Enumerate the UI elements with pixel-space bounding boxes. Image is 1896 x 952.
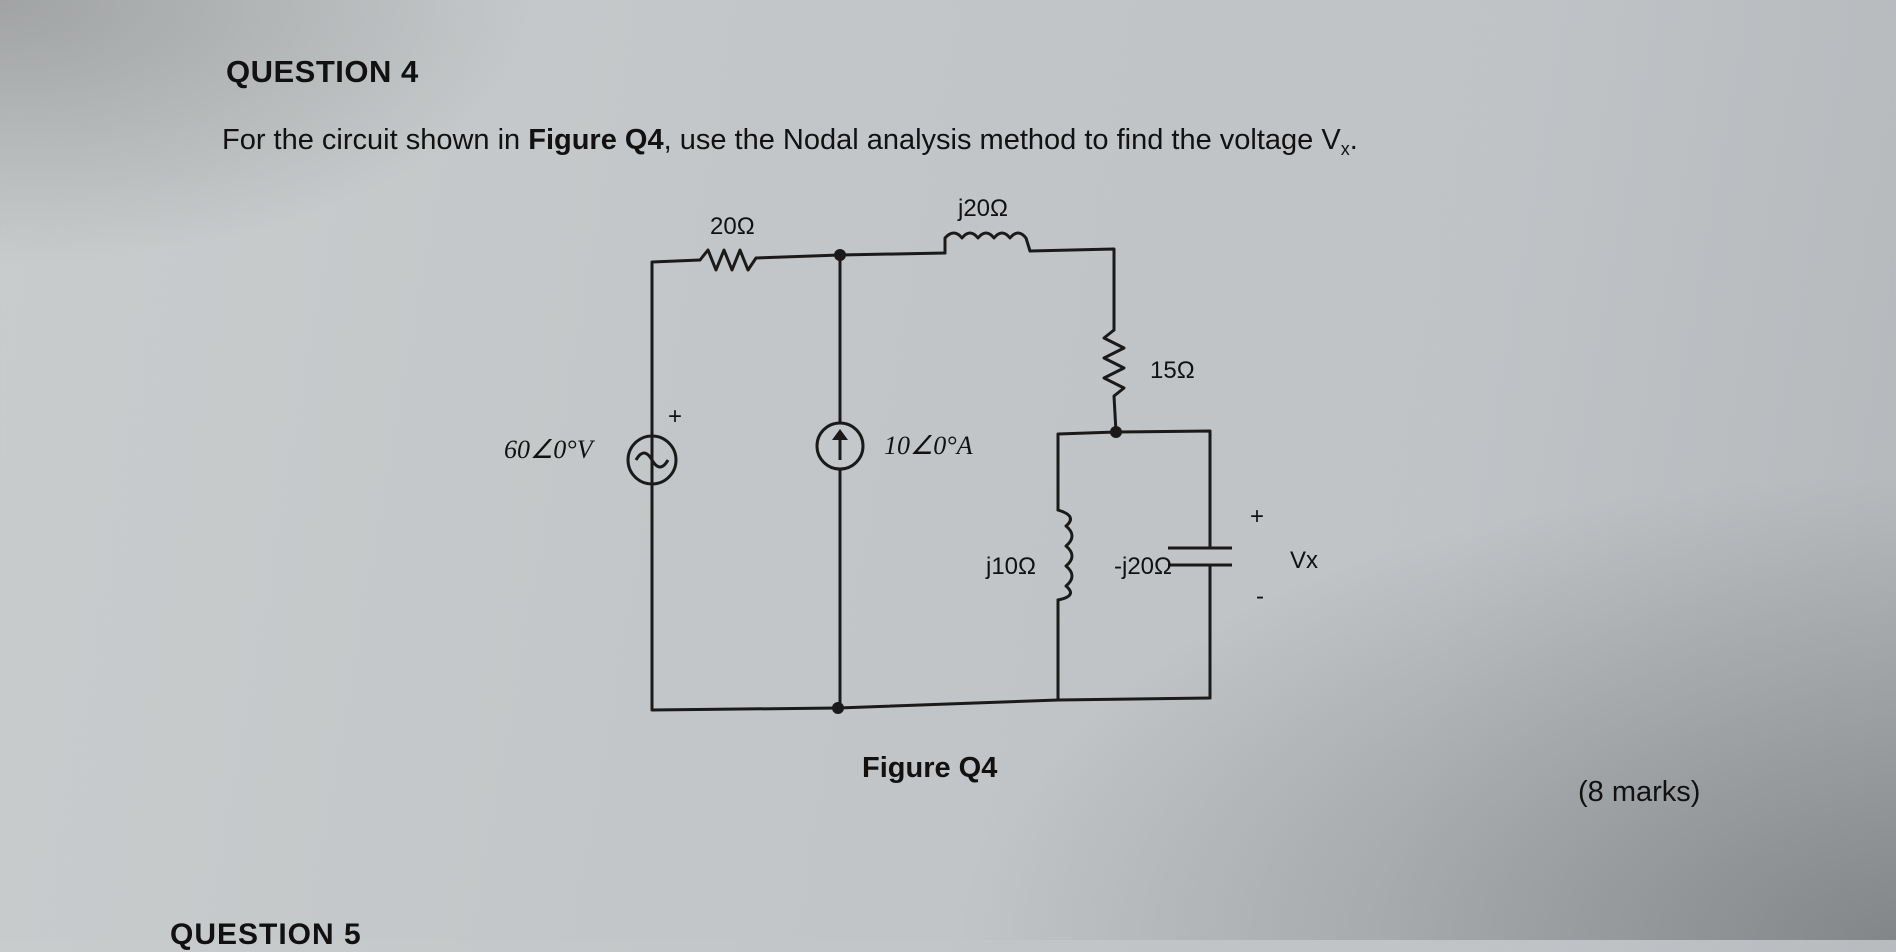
wire-right-node-right — [1114, 429, 1212, 550]
label-vx: Vx — [1290, 547, 1318, 574]
voltage-subscript: x — [1340, 139, 1350, 159]
current-source-symbol — [815, 421, 865, 471]
wire-right-node-left — [1056, 430, 1118, 512]
capacitor-symbol — [1168, 546, 1232, 567]
marks-label: (8 marks) — [1578, 776, 1701, 808]
question-heading: QUESTION 4 — [226, 54, 419, 89]
resistor-20-symbol — [698, 248, 842, 272]
resistor-15-symbol — [1102, 328, 1126, 434]
label-current-source: 10∠0°A — [884, 431, 973, 460]
label-vx-minus: - — [1256, 583, 1264, 610]
label-inductor-j10: j10Ω — [985, 553, 1036, 580]
wire-bottom — [836, 696, 1212, 710]
current-arrow-head — [832, 429, 848, 440]
voltage-source-symbol — [626, 434, 678, 486]
wire-top-right-b — [1028, 247, 1116, 332]
node-dot-right — [1110, 426, 1122, 438]
wire-left-bottom — [650, 704, 840, 712]
wire-top-right-a — [838, 251, 947, 257]
question-text-middle: , use the Nodal analysis method to find … — [663, 124, 1341, 156]
figure-caption: Figure Q4 — [862, 752, 998, 784]
label-resistor-15: 15Ω — [1150, 357, 1195, 384]
next-question-heading: QUESTION 5 — [170, 918, 362, 951]
question-text: For the circuit shown in Figure Q4, use … — [222, 124, 1358, 160]
figure-reference: Figure Q4 — [528, 124, 664, 156]
question-text-start: For the circuit shown in — [222, 124, 529, 156]
node-dot-bottom — [832, 702, 844, 714]
label-inductor-j20: j20Ω — [957, 195, 1008, 222]
wire-left-top — [650, 258, 702, 708]
label-resistor-20: 20Ω — [710, 213, 755, 240]
label-capacitor: -j20Ω — [1114, 553, 1172, 580]
label-source-plus: + — [668, 403, 682, 430]
label-voltage-source: 60∠0°V — [504, 435, 596, 464]
question-text-end: . — [1349, 124, 1358, 156]
inductor-j10-symbol — [1056, 508, 1074, 602]
node-dot-top — [834, 249, 846, 261]
label-vx-plus: + — [1250, 503, 1264, 530]
voltage-source-circle — [626, 434, 678, 486]
ac-wave-icon — [634, 451, 670, 469]
inductor-j20-symbol — [943, 231, 1032, 255]
